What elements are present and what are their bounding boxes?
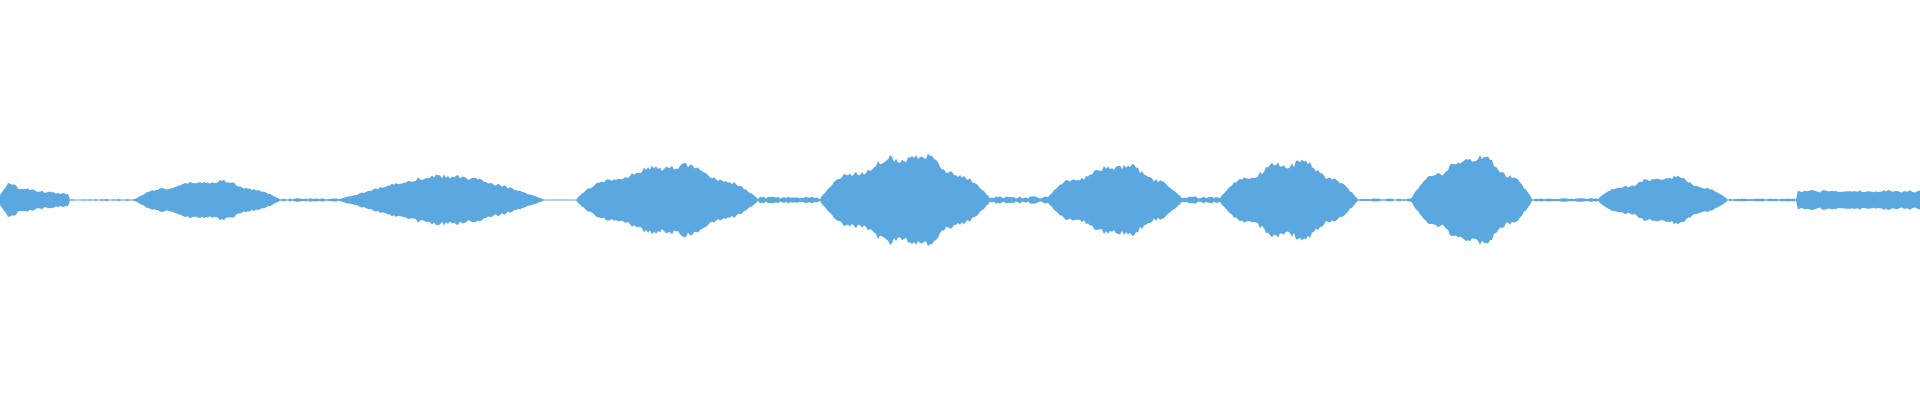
waveform-graphic <box>0 153 1920 247</box>
audio-waveform <box>0 153 1920 247</box>
